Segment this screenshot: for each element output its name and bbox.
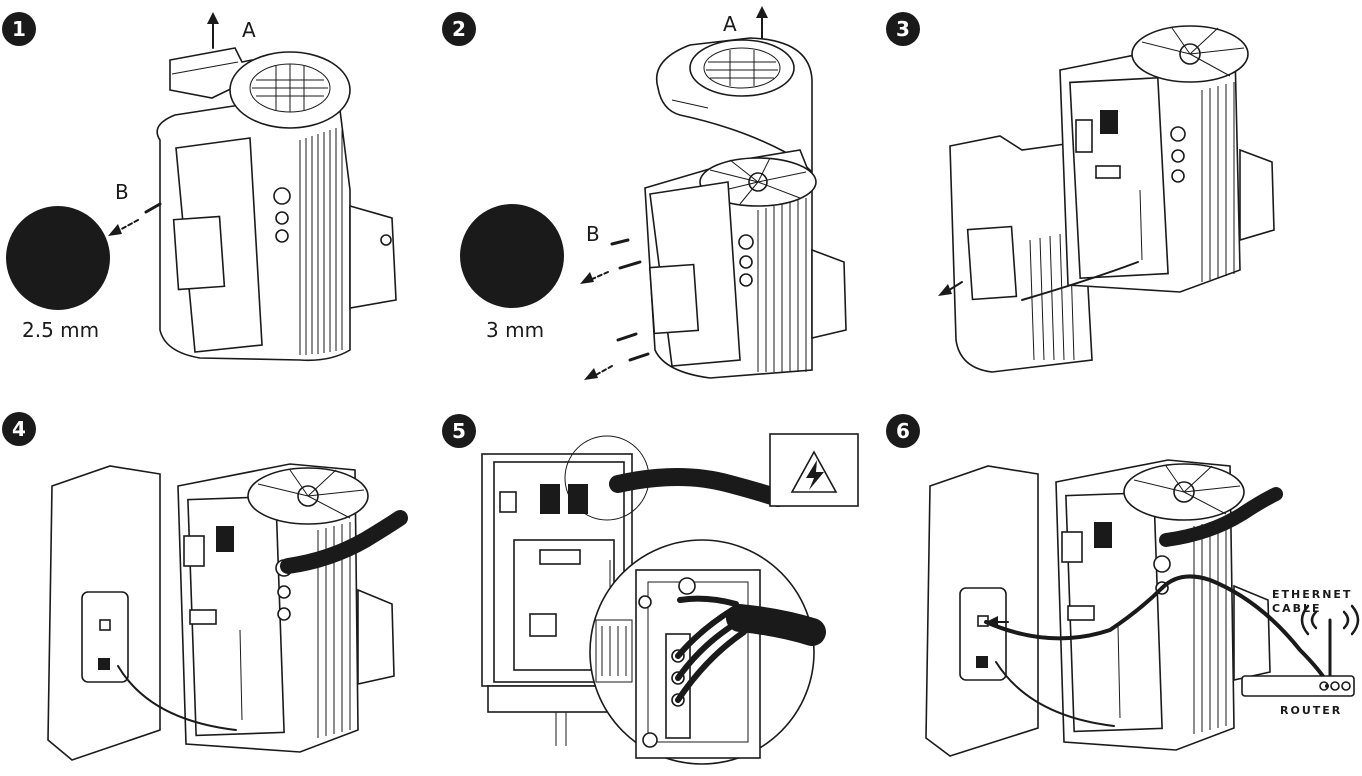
step-1-illustration (6, 12, 397, 362)
high-voltage-warning-icon (769, 433, 859, 507)
circuit-components (1061, 522, 1121, 719)
circuit-components (499, 484, 611, 660)
step-6: 6 (880, 400, 1362, 776)
step-1-number: 1 (2, 12, 36, 46)
step-5-illustration (481, 433, 859, 765)
router-label: ROUTER (1280, 704, 1343, 717)
hex-key-icon (460, 204, 564, 308)
circuit-components (1075, 110, 1143, 261)
step-3-number: 3 (886, 12, 920, 46)
step-3: 3 (880, 0, 1320, 380)
cooling-fins (299, 128, 343, 355)
step-1-label-b: B (115, 180, 129, 204)
step-3-illustration (938, 25, 1275, 373)
step-5-number: 5 (442, 414, 476, 448)
step-2-illustration (460, 6, 847, 380)
hex-key-icon (6, 206, 110, 310)
ethernet-cable-label: ETHERNET CABLE (1272, 588, 1353, 615)
step-5: 5 (440, 400, 880, 776)
step-2-tool-size: 3 mm (486, 318, 545, 342)
step-1-tool-size: 2.5 mm (22, 318, 100, 342)
step-2-number: 2 (442, 12, 476, 46)
step-1: 1 (0, 0, 450, 380)
wifi-signal-icon (1300, 604, 1360, 678)
cooling-fins (757, 198, 807, 372)
fan-grill (252, 64, 328, 112)
step-6-number: 6 (886, 414, 920, 448)
cooling-fins (1193, 518, 1227, 734)
step-4-number: 4 (2, 412, 36, 446)
step-4-illustration (47, 463, 408, 761)
circuit-components (183, 526, 243, 721)
step-2-label-a: A (723, 12, 737, 36)
step-1-label-a: A (242, 18, 256, 42)
cooling-fins (1201, 82, 1235, 282)
step-2-label-b: B (586, 222, 600, 246)
router-icon (1241, 675, 1355, 697)
step-2: 2 (440, 0, 880, 390)
step-4: 4 (0, 400, 440, 776)
step-6-illustration (925, 459, 1360, 757)
